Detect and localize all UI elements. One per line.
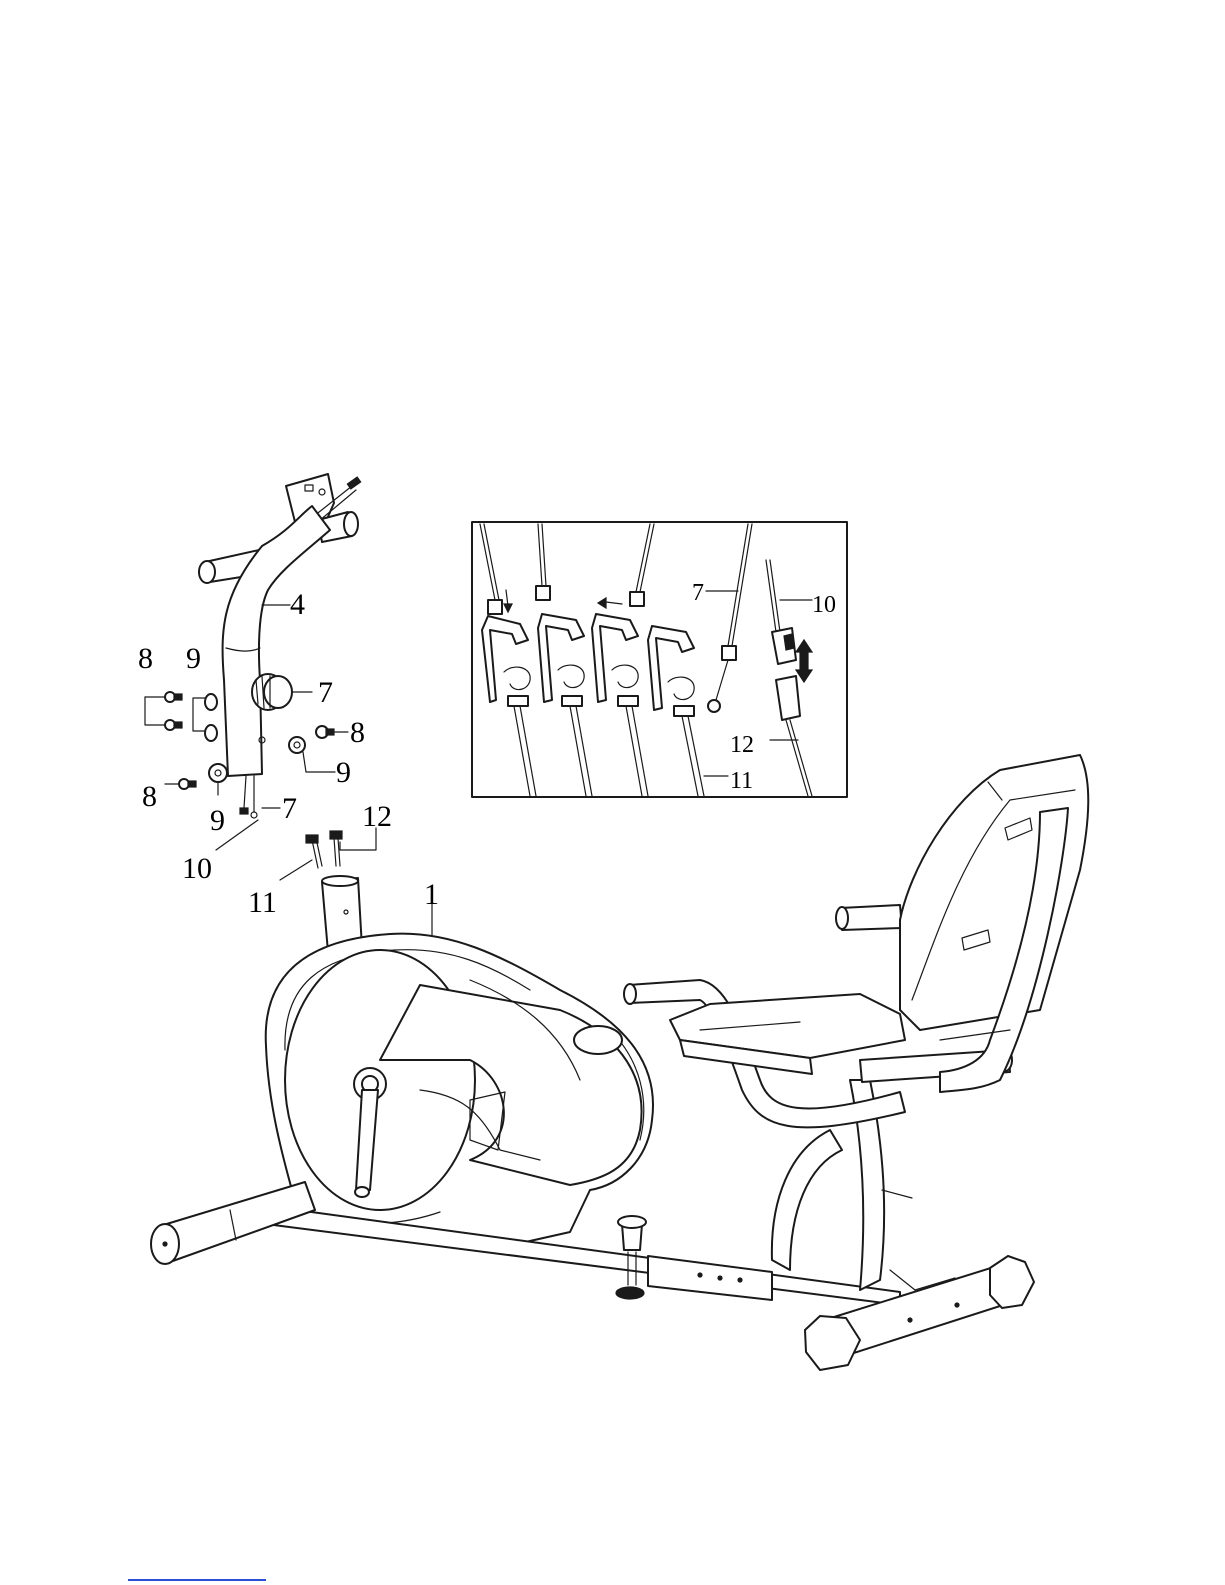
callout-7-knob: 7 [318,676,333,709]
frame-wires-parts-11-12 [306,831,342,868]
bike-frame-part-1 [151,755,1088,1370]
callout-12: 12 [362,800,392,833]
callout-9-left-top: 9 [186,642,201,675]
callout-8-left-top: 8 [138,642,153,675]
callout-1: 1 [424,878,439,911]
callout-8-left-bottom: 8 [142,780,157,813]
connector-detail [766,560,812,796]
inset-callout-7: 7 [692,580,704,606]
callout-11: 11 [248,886,277,919]
callout-10: 10 [182,852,212,885]
footer-link-underline [128,1579,266,1581]
inset-callout-10: 10 [812,592,836,618]
callout-8-right: 8 [350,716,365,749]
inset-callout-12: 12 [730,732,754,758]
callout-4: 4 [290,588,305,621]
cable-connection-detail-inset [472,522,847,797]
clip-step-3 [592,524,654,796]
clip-step-2 [536,524,592,796]
clip-step-1 [480,524,536,796]
callout-9-left-bottom: 9 [210,804,225,837]
callout-7-clip: 7 [282,792,297,825]
callout-9-right: 9 [336,756,351,789]
inset-callout-11: 11 [730,768,753,794]
